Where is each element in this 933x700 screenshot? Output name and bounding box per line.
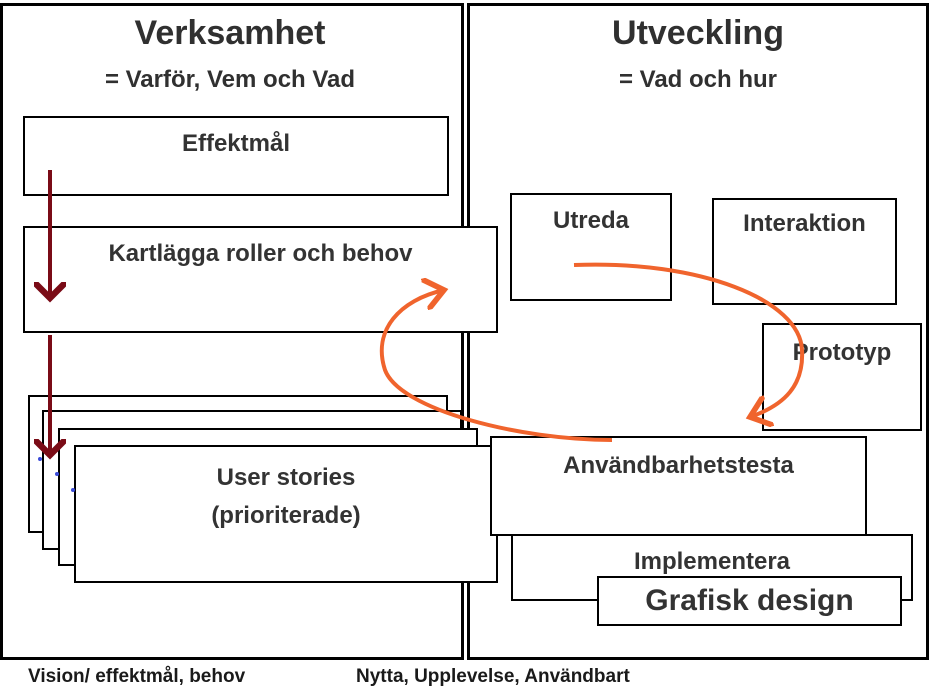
user-stories-label: User stories (prioriterade): [211, 464, 361, 529]
verksamhet-footer: Vision/ effektmål, behov: [28, 666, 246, 687]
grafisk-design-box: Grafisk design: [597, 576, 902, 626]
utveckling-subtitle: = Vad och hur: [618, 66, 778, 93]
utreda-box: Utreda: [510, 193, 672, 301]
anvandbarhetstesta-box: Användbarhetstesta: [490, 436, 867, 536]
implementera-label: Implementera: [633, 548, 791, 575]
anvandbarhetstesta-label: Användbarhetstesta: [563, 452, 794, 479]
grafisk-design-label: Grafisk design: [645, 584, 854, 617]
utreda-label: Utreda: [552, 207, 630, 234]
verksamhet-subtitle: = Varför, Vem och Vad: [104, 66, 356, 93]
utveckling-footer: Nytta, Upplevelse, Användbart: [356, 666, 630, 687]
kartlagga-box: Kartlägga roller och behov: [23, 226, 498, 333]
prototyp-label: Prototyp: [792, 339, 892, 366]
effektmal-box: Effektmål: [23, 116, 449, 196]
interaktion-box: Interaktion: [712, 198, 897, 305]
interaktion-label: Interaktion: [743, 210, 866, 237]
utveckling-title: Utveckling: [612, 14, 784, 52]
prototyp-box: Prototyp: [762, 323, 922, 431]
user-stories-card: User stories (prioriterade): [74, 445, 498, 583]
kartlagga-label: Kartlägga roller och behov: [108, 240, 413, 267]
verksamhet-title: Verksamhet: [134, 14, 326, 52]
effektmal-label: Effektmål: [181, 130, 291, 157]
